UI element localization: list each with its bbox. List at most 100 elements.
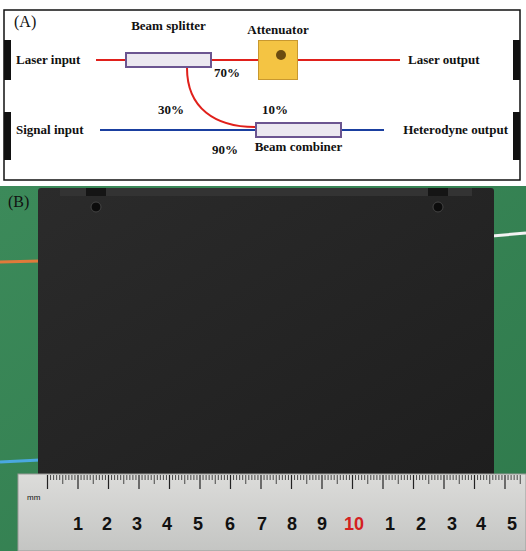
ruler-tick — [135, 475, 136, 480]
ruler-tick — [343, 475, 344, 480]
ruler-tick — [318, 475, 319, 480]
ruler-tick — [56, 475, 57, 480]
ruler-number: 3 — [132, 514, 142, 535]
ruler-tick — [440, 475, 441, 480]
port-plate — [513, 112, 520, 160]
ruler-tick — [389, 475, 390, 480]
photo-background — [0, 186, 526, 551]
ruler-tick — [511, 475, 512, 480]
ruler-tick — [160, 475, 161, 480]
ruler-tick — [163, 475, 164, 480]
notch — [428, 188, 448, 196]
beam-combiner: Beam combiner — [255, 122, 342, 138]
ruler-tick — [65, 475, 66, 480]
ruler-tick — [462, 475, 463, 480]
ruler-tick — [508, 475, 509, 480]
ruler-tick — [407, 475, 408, 480]
ruler-tick — [102, 475, 103, 480]
ruler-tick — [386, 475, 387, 480]
ruler-tick — [120, 475, 121, 480]
ruler-tick — [218, 475, 219, 480]
ruler-tick — [209, 475, 210, 480]
ruler-number: 5 — [193, 514, 203, 535]
ruler-tick — [315, 475, 316, 480]
ruler-tick — [370, 475, 371, 480]
ruler-tick — [334, 475, 335, 480]
ruler-tick — [242, 475, 243, 480]
ruler-tick — [520, 475, 521, 484]
ruler-tick — [450, 475, 451, 480]
ruler-tick — [361, 475, 362, 480]
ruler-number: 8 — [287, 514, 297, 535]
ruler-tick — [459, 475, 460, 484]
ruler-tick — [468, 475, 469, 480]
ruler-tick — [172, 475, 173, 480]
ruler-tick — [126, 475, 127, 480]
split-ratio: 90% — [212, 143, 238, 158]
ruler-tick — [419, 475, 420, 480]
ruler-tick — [465, 475, 466, 480]
ruler-tick — [221, 475, 222, 480]
laser-fibre — [96, 59, 125, 61]
ruler-tick — [151, 475, 152, 480]
component-label: Beam combiner — [255, 139, 343, 154]
ruler-tick — [267, 475, 268, 480]
ruler-tick — [404, 475, 405, 480]
ruler-number: 10 — [344, 514, 364, 535]
ruler-tick — [59, 475, 60, 480]
port-label: Signal input — [16, 123, 84, 138]
ruler-tick — [376, 475, 377, 480]
ruler-tick — [196, 475, 197, 480]
port-plate — [4, 40, 11, 80]
ruler-tick — [443, 475, 444, 489]
ruler-tick — [111, 475, 112, 480]
ruler-tick — [230, 475, 231, 489]
ruler-tick — [145, 475, 146, 480]
ruler-tick — [291, 475, 292, 489]
ruler-tick — [132, 475, 133, 480]
ruler-tick — [514, 475, 515, 480]
ruler-tick — [236, 475, 237, 480]
ruler-tick — [312, 475, 313, 480]
ruler-tick — [74, 475, 75, 480]
ruler-unit: mm — [27, 493, 40, 502]
ruler-tick — [428, 475, 429, 484]
laser-fibre — [298, 59, 400, 61]
ruler-tick — [81, 475, 82, 480]
ruler-tick — [425, 475, 426, 480]
ruler-tick — [480, 475, 481, 480]
ruler-tick — [199, 475, 200, 489]
ruler-number: 7 — [257, 514, 267, 535]
ruler-tick — [328, 475, 329, 480]
cable — [492, 233, 526, 236]
screw-hole — [433, 202, 443, 212]
ruler-tick — [456, 475, 457, 480]
ruler-number: 5 — [507, 514, 517, 535]
ruler-tick — [224, 475, 225, 480]
ruler-tick — [68, 475, 69, 480]
ruler-tick — [273, 475, 274, 480]
ruler-tick — [477, 475, 478, 480]
ruler-tick — [117, 475, 118, 480]
cable — [0, 261, 40, 262]
ruler-tick — [114, 475, 115, 480]
ruler-number: 1 — [73, 514, 83, 535]
ruler-tick — [166, 475, 167, 480]
ruler-tick — [184, 475, 185, 484]
ruler-tick — [50, 475, 51, 480]
ruler-tick — [206, 475, 207, 480]
ruler-tick — [157, 475, 158, 480]
ruler-tick — [227, 475, 228, 480]
port-label: Heterodyne output — [403, 123, 508, 138]
ruler-tick — [203, 475, 204, 480]
ruler-tick — [285, 475, 286, 480]
ruler-number: 3 — [447, 514, 457, 535]
ruler-tick — [346, 475, 347, 480]
notch — [86, 188, 106, 196]
ruler-tick — [87, 475, 88, 480]
ruler-tick — [108, 475, 109, 489]
ruler-tick — [138, 475, 139, 489]
ruler-tick — [401, 475, 402, 480]
ruler-tick — [355, 475, 356, 480]
ruler-tick — [413, 475, 414, 489]
